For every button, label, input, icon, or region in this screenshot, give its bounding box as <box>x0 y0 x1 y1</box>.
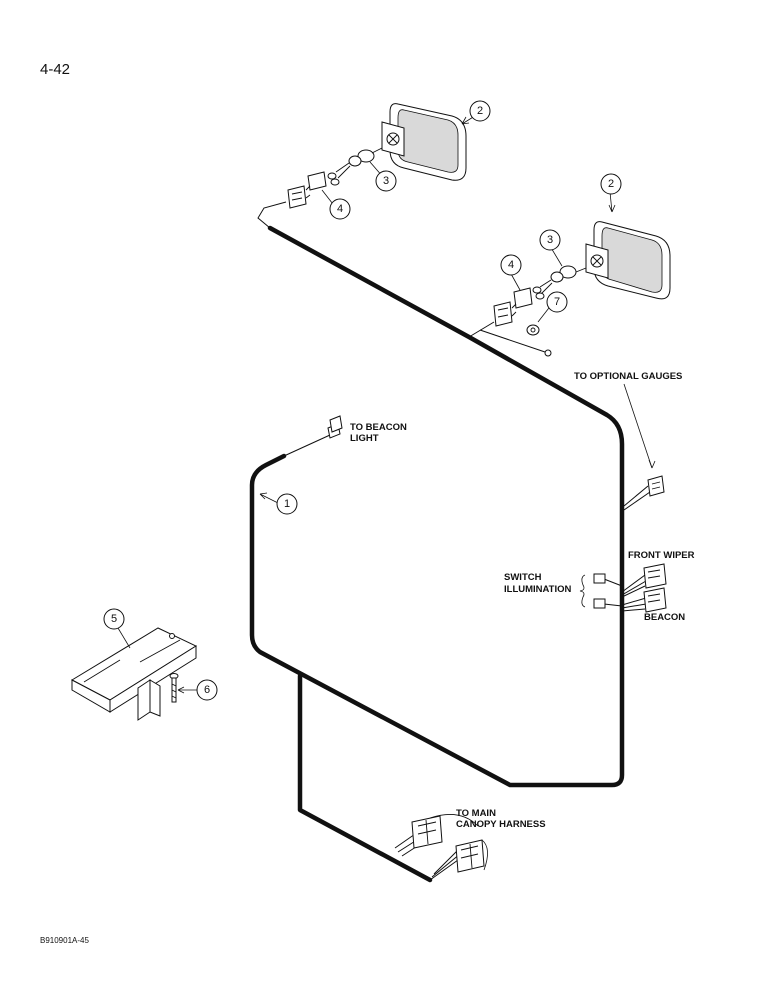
label-to-main-canopy-2: CANOPY HARNESS <box>456 819 546 830</box>
page-number: 4-42 <box>40 61 70 78</box>
svg-text:3: 3 <box>383 175 389 187</box>
optional-gauges-connector <box>647 475 665 497</box>
callout-harness: 1 <box>276 493 298 515</box>
ground-eyelet <box>544 349 552 357</box>
mounting-bracket <box>70 627 198 721</box>
ground-wire <box>479 329 546 353</box>
label-to-beacon-light-1: TO BEACON <box>350 422 407 433</box>
label-switch-illumination-2: ILLUMINATION <box>504 584 572 595</box>
callout-lamp-lower: 2 <box>600 173 622 195</box>
beacon-light-lead <box>283 434 331 457</box>
front-wiper-wires <box>621 574 647 598</box>
work-lamp-lower <box>585 221 671 300</box>
main-harness <box>249 225 625 788</box>
label-front-wiper: FRONT WIPER <box>628 550 695 561</box>
label-switch-illumination-1: SWITCH <box>504 572 542 583</box>
svg-text:4: 4 <box>337 203 343 215</box>
callout-bracket: 5 <box>103 608 125 630</box>
callout-bolt: 6 <box>196 679 218 701</box>
label-to-main-canopy-1: TO MAIN <box>456 808 496 819</box>
svg-text:5: 5 <box>111 613 117 625</box>
beacon-light-connector <box>327 415 343 439</box>
label-to-optional-gauges: TO OPTIONAL GAUGES <box>574 371 682 382</box>
work-lamp-upper <box>381 103 467 181</box>
nut-lower <box>550 265 577 283</box>
svg-text:2: 2 <box>477 105 483 117</box>
canopy-harness-branch <box>297 673 433 883</box>
svg-text:4: 4 <box>508 259 514 271</box>
callout-ground-nut: 7 <box>546 291 568 313</box>
connector-lower <box>493 287 533 327</box>
canopy-connector-upper <box>411 815 443 849</box>
ground-nut <box>526 324 540 336</box>
connector-upper <box>287 171 327 209</box>
switch-illumination-connectors <box>593 573 606 609</box>
svg-text:2: 2 <box>608 178 614 190</box>
svg-text:6: 6 <box>204 684 210 696</box>
canopy-connector-lower <box>455 839 485 873</box>
label-beacon: BEACON <box>644 612 685 623</box>
callout-nut-upper: 3 <box>375 170 397 192</box>
beacon-connector <box>643 587 667 613</box>
svg-text:3: 3 <box>547 234 553 246</box>
nut-upper <box>348 149 375 167</box>
callout-connector-lower: 4 <box>500 254 522 276</box>
callout-lamp-upper: 2 <box>469 100 491 122</box>
bracket-bolt <box>169 673 198 703</box>
figure-code: B910901A-45 <box>40 936 89 945</box>
svg-text:1: 1 <box>284 498 290 510</box>
callout-nut-lower: 3 <box>539 229 561 251</box>
svg-text:7: 7 <box>554 296 560 308</box>
label-to-beacon-light-2: LIGHT <box>350 433 379 444</box>
callout-connector-upper: 4 <box>329 198 351 220</box>
beacon-wires <box>621 597 647 612</box>
front-wiper-connector <box>643 563 667 589</box>
